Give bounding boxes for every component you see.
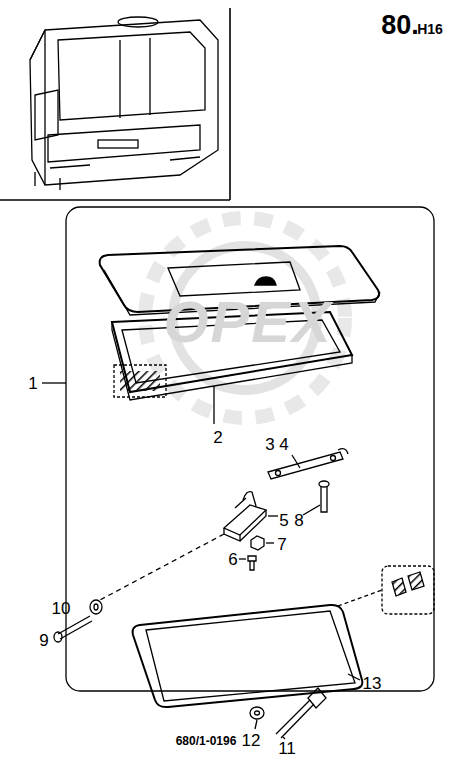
callout-number: 1 xyxy=(28,375,37,392)
callout-number: 5 xyxy=(279,512,288,529)
drawing-number: 680/1-0196 xyxy=(176,735,237,747)
callout-number: 7 xyxy=(277,536,286,553)
callout-number: 3 xyxy=(265,436,274,453)
callout-number: 8 xyxy=(294,512,303,529)
callout-number: 12 xyxy=(242,732,261,749)
callout-number: 6 xyxy=(228,551,237,568)
callout-number: 4 xyxy=(279,436,288,453)
sheet-title: 80. xyxy=(381,12,419,39)
callout-number: 2 xyxy=(213,429,222,446)
callout-number: 9 xyxy=(39,632,48,649)
callout-number: 10 xyxy=(52,600,71,617)
watermark: OPEX xyxy=(163,293,332,351)
callout-number: 11 xyxy=(278,740,296,757)
sheet-suffix: H16 xyxy=(417,22,443,36)
callout-number: 13 xyxy=(363,675,382,692)
